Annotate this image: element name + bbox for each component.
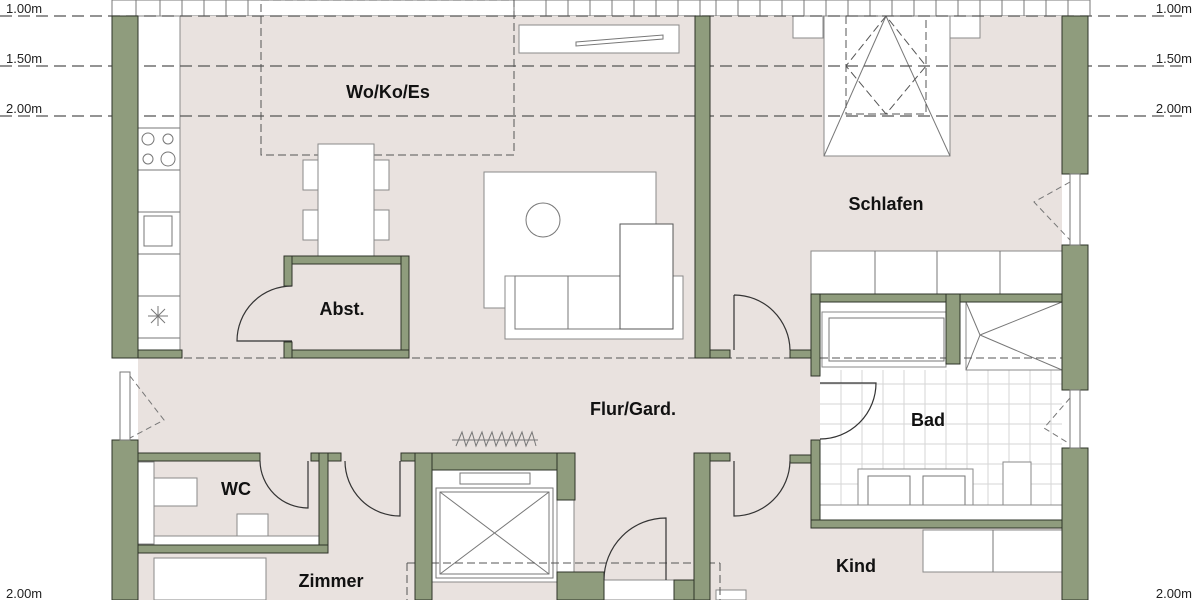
height-label: 2.00m <box>6 586 42 600</box>
door-zimmer <box>344 460 401 517</box>
fan-icon <box>148 306 168 326</box>
door-abst <box>236 285 293 342</box>
stair-hatch-icon <box>452 430 538 448</box>
room-label-zimmer: Zimmer <box>298 571 363 591</box>
elevator <box>431 469 575 583</box>
height-lines <box>0 15 1185 600</box>
bed <box>792 15 981 157</box>
height-label: 1.50m <box>6 51 42 66</box>
toilet <box>1002 461 1032 506</box>
door-kind <box>733 460 791 517</box>
sideboard <box>518 24 680 54</box>
door-bad <box>819 382 877 440</box>
door-schlafen <box>733 294 791 351</box>
windows <box>119 173 1081 449</box>
doors <box>236 285 877 581</box>
shower <box>965 301 1063 371</box>
walls <box>111 15 1089 600</box>
height-label: 1.50m <box>1156 51 1192 66</box>
door-wc <box>259 460 309 509</box>
room-label-flur: Flur/Gard. <box>590 399 676 419</box>
dining-table <box>302 143 390 257</box>
dormer-outline <box>260 0 515 156</box>
height-label: 2.00m <box>1156 586 1192 600</box>
height-label: 2.00m <box>6 101 42 116</box>
room-labels: Wo/Ko/Es Schlafen Abst. Flur/Gard. Bad W… <box>221 82 945 591</box>
stove-icon <box>141 132 176 167</box>
zimmer-furniture <box>153 557 267 600</box>
living-set <box>483 171 684 340</box>
height-label: 1.00m <box>6 1 42 16</box>
bathroom <box>819 301 1063 521</box>
wardrobe <box>810 250 1063 295</box>
room-label-wc: WC <box>221 479 251 499</box>
room-label-schlafen: Schlafen <box>848 194 923 214</box>
double-vanity <box>857 468 974 506</box>
room-label-bad: Bad <box>911 410 945 430</box>
height-label: 2.00m <box>1156 101 1192 116</box>
bathtub <box>821 311 947 368</box>
top-railing <box>111 0 1091 17</box>
door-entrance <box>603 517 667 581</box>
room-label-wohnen: Wo/Ko/Es <box>346 82 430 102</box>
height-markers-left: 1.00m 1.50m 2.00m 2.00m <box>6 1 42 600</box>
room-label-abst: Abst. <box>320 299 365 319</box>
room-label-kind: Kind <box>836 556 876 576</box>
sink-icon <box>143 215 173 247</box>
height-label: 1.00m <box>1156 1 1192 16</box>
kind-wardrobe <box>922 529 1063 573</box>
height-markers-right: 1.00m 1.50m 2.00m 2.00m <box>1156 1 1192 600</box>
